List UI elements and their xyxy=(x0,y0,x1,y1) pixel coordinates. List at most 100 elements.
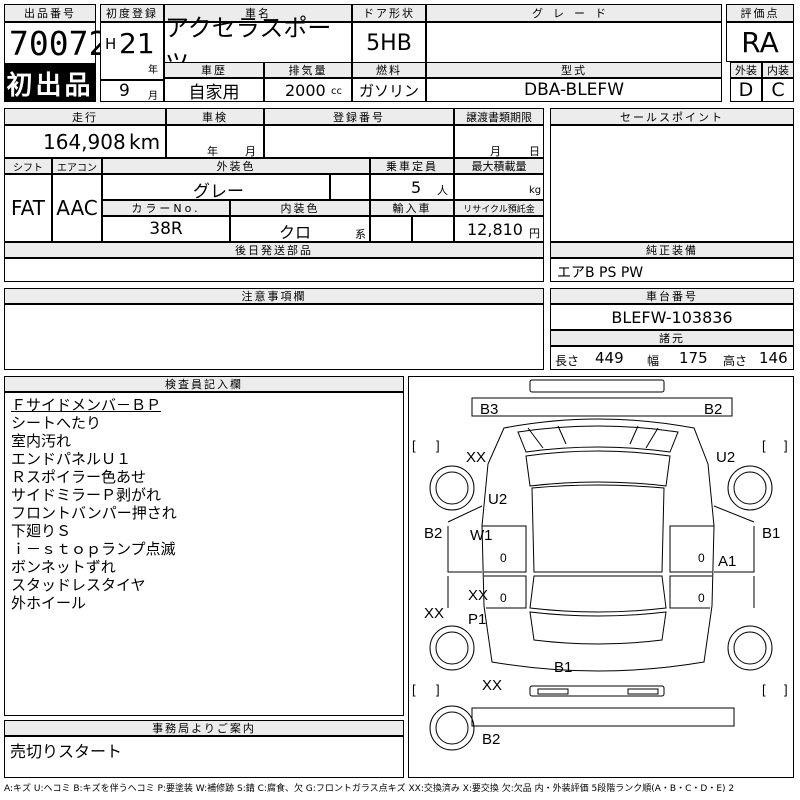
door-type: 5HB xyxy=(352,22,426,64)
inspector-note-item: フロントバンパー押され xyxy=(11,504,177,522)
mark-b2-left: B2 xyxy=(424,525,442,542)
bracket-br-close: ] xyxy=(784,682,788,697)
mark-b1-right: B1 xyxy=(762,525,780,542)
recycle-box: 12,810 円 xyxy=(454,216,544,242)
bracket-tl-close: ] xyxy=(436,438,440,453)
import-box-a xyxy=(370,216,412,242)
wheel-rear-right-inner xyxy=(733,631,767,665)
displacement-box: 2000 cc xyxy=(264,78,352,102)
recycle-fee: 12,810 xyxy=(467,220,523,239)
inspector-note-item: サイドミラーＰ剥がれ xyxy=(11,486,162,504)
aircon: AAC xyxy=(52,174,102,242)
inspector-note-item: Ｒスポイラー色あせ xyxy=(11,468,147,486)
recycle-label: リサイクル預託金 xyxy=(454,200,544,216)
left-front-door xyxy=(482,525,527,573)
displacement: 2000 xyxy=(285,81,326,100)
wheel-rear-left xyxy=(429,625,475,671)
ext-color-box: グレー xyxy=(102,174,330,202)
rear-bumper-inner xyxy=(529,685,665,697)
inspection-year-unit: 年 xyxy=(207,145,218,158)
inspector-note-item: シートへたり xyxy=(11,414,102,432)
trunk xyxy=(529,611,667,645)
width-value: 175 xyxy=(679,349,708,367)
shift: FAT xyxy=(4,174,52,242)
chassis-number: BLEFW-103836 xyxy=(550,304,794,330)
displacement-label: 排気量 xyxy=(264,62,352,78)
recycle-unit: 円 xyxy=(529,227,540,240)
score-label: 評価点 xyxy=(726,4,794,22)
max-load-label: 最大積載量 xyxy=(454,158,544,174)
max-load-box: kg xyxy=(454,174,544,200)
height-label: 高さ xyxy=(723,354,748,368)
mark-u2-left: U2 xyxy=(488,491,507,508)
model: DBA-BLEFW xyxy=(426,78,722,102)
year: 21 xyxy=(119,27,155,60)
bracket-tr-close: ] xyxy=(784,438,788,453)
genuine-equipment-box: エアB PS PW xyxy=(550,258,794,282)
model-label: 型式 xyxy=(426,62,722,78)
ext-color: グレー xyxy=(193,182,244,202)
length-value: 449 xyxy=(595,349,624,367)
import-label: 輸入車 xyxy=(370,200,454,216)
mark-b2-top: B2 xyxy=(704,401,722,418)
inspector-notes-label: 検査員記入欄 xyxy=(4,376,404,392)
capacity-label: 乗車定員 xyxy=(370,158,454,174)
year-unit: 年 xyxy=(148,65,158,76)
inspector-note-item: ｉ－ｓｔｏｐランプ点滅 xyxy=(11,540,176,558)
ext-color-spare xyxy=(330,174,370,200)
rear-bumper xyxy=(471,707,735,727)
width-label: 幅 xyxy=(647,354,660,368)
int-color: クロ xyxy=(279,223,312,242)
transfer-month-unit: 月 xyxy=(490,145,501,158)
mileage-box: 164,908 km xyxy=(4,125,166,158)
length-label: 長さ xyxy=(555,354,580,368)
mileage: 164,908 xyxy=(43,130,126,154)
mileage-label: 走行 xyxy=(4,108,166,125)
damage-diagram: 0 0 0 0 [ ] [ ] [ ] [ ] B3 B2 XX U2 U2 B… xyxy=(412,379,788,751)
month-box: 9 月 xyxy=(100,80,164,102)
parts-later-label: 後日発送部品 xyxy=(4,242,544,258)
first-registration-label: 初度登録 xyxy=(100,4,164,22)
month: 9 xyxy=(119,81,130,101)
side-rear-lines xyxy=(447,576,755,608)
front-bumper-top xyxy=(529,379,665,393)
rear-lamp-right xyxy=(627,688,659,695)
sales-points-label: セールスポイント xyxy=(550,108,794,125)
transfer-day-unit: 日 xyxy=(529,145,540,158)
mark-w1: W1 xyxy=(470,527,493,544)
zero-mark-right-front: 0 xyxy=(698,551,705,565)
ext-color-label: 外装色 xyxy=(102,158,370,174)
genuine-equipment-label: 純正装備 xyxy=(550,242,794,258)
exterior-label: 外装 xyxy=(730,62,762,78)
mark-p1: P1 xyxy=(468,611,486,628)
inspector-note-item: スタッドレスタイヤ xyxy=(11,576,146,594)
legend: A:キズ U:ヘコミ B:キズを伴うヘコミ P:要塗装 W:補修跡 S:錆 C:… xyxy=(4,784,735,794)
spare-wheel-inner xyxy=(435,711,469,745)
rear-lamp-left xyxy=(537,688,569,695)
first-listing-badge: 初出品 xyxy=(4,64,96,102)
dimensions-label: 諸元 xyxy=(550,330,794,346)
wheel-front-right xyxy=(727,465,773,511)
inspector-note-item: 外ホイール xyxy=(11,594,87,612)
door-type-label: ドア形状 xyxy=(352,4,426,22)
chassis-label: 車台番号 xyxy=(550,288,794,304)
inspector-note-item: エンドパネルＵ１ xyxy=(11,450,132,468)
int-color-unit: 系 xyxy=(355,228,366,241)
registration-box xyxy=(264,125,454,158)
front-bumper xyxy=(471,397,733,417)
office-notice: 売切りスタート xyxy=(10,742,123,761)
bracket-tr-open: [ xyxy=(762,438,766,453)
mark-b1-bottom: B1 xyxy=(554,659,572,676)
car-name: アクセラスポーツ xyxy=(164,14,352,77)
mileage-unit: km xyxy=(129,130,161,154)
zero-mark-left-rear: 0 xyxy=(500,591,507,605)
lot-number-box: 70072 xyxy=(4,22,108,64)
office-notice-box: 売切りスタート xyxy=(4,736,404,778)
wheel-rear-right xyxy=(727,625,773,671)
score: RA xyxy=(726,22,794,62)
capacity-box: 5 人 xyxy=(370,174,454,200)
lot-number: 70072 xyxy=(9,24,109,63)
mark-b3: B3 xyxy=(480,401,498,418)
bracket-tl-open: [ xyxy=(412,438,416,453)
